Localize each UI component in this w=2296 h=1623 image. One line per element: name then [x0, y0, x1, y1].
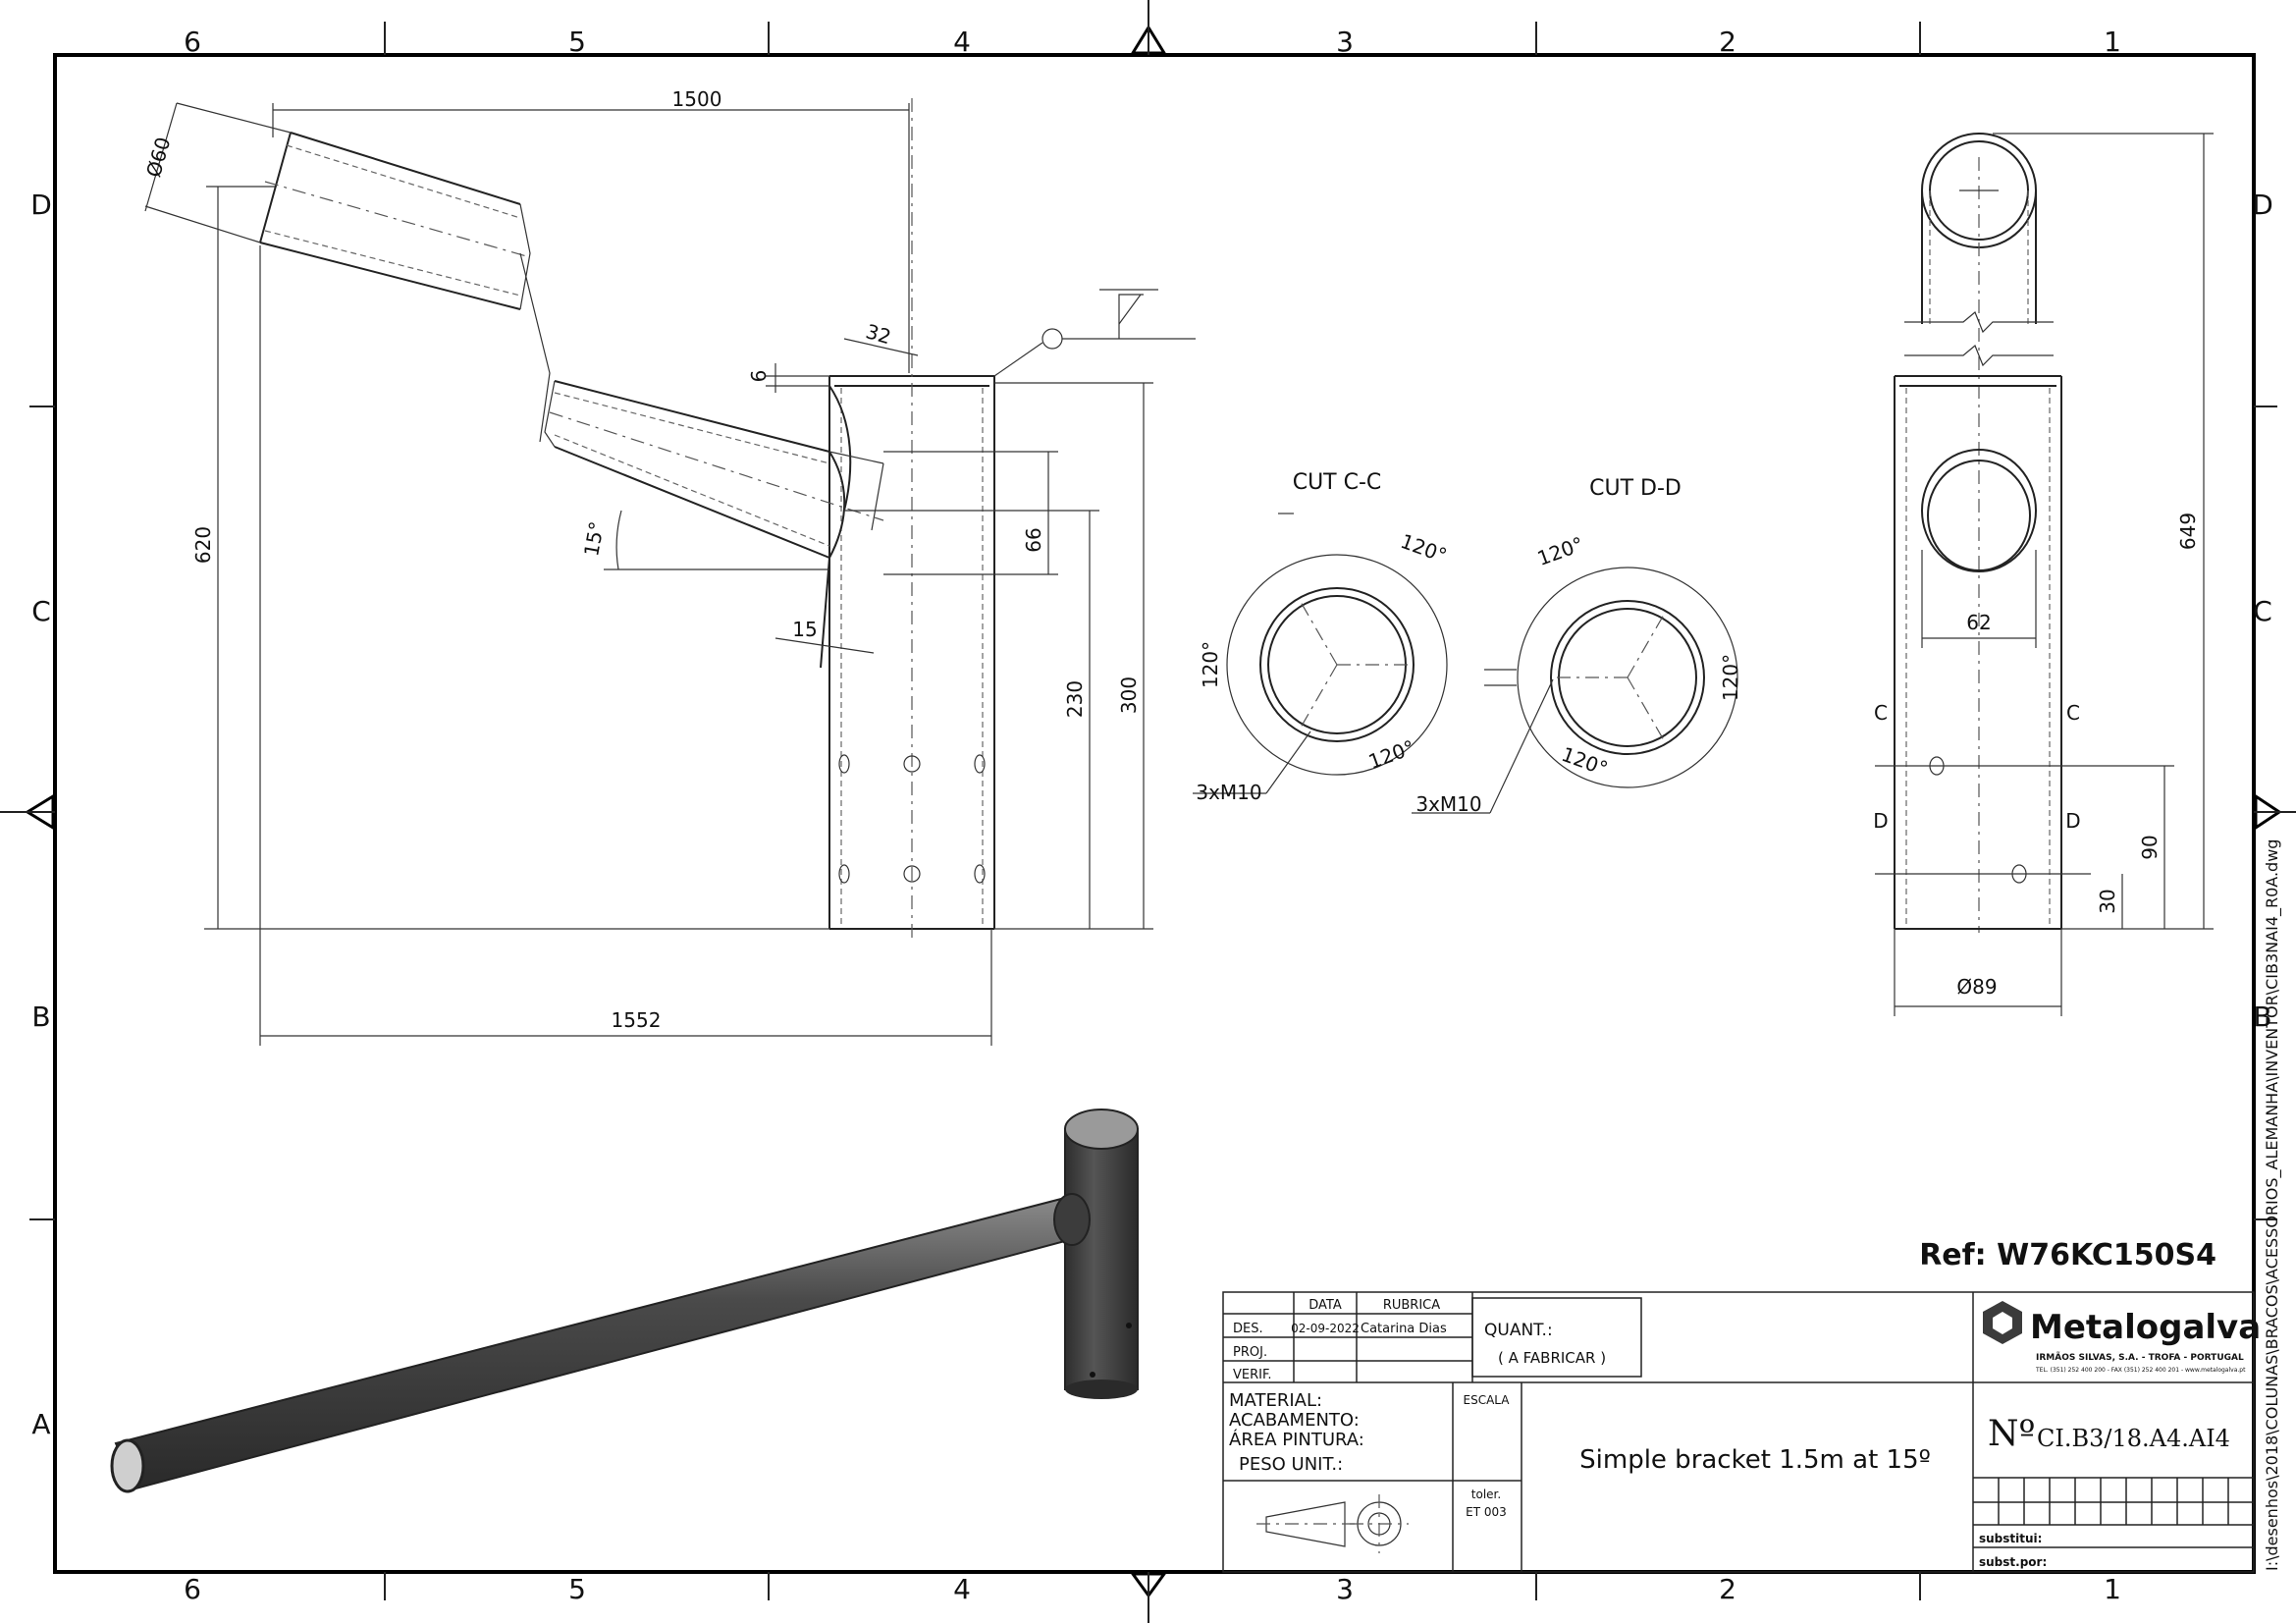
col-label-1-bottom: 1	[2104, 1573, 2121, 1605]
material-label: MATERIAL:	[1229, 1390, 1322, 1411]
cut-d-angle-b: 120°	[1719, 654, 1742, 701]
cut-d-angle-a: 120°	[1534, 532, 1586, 570]
cut-d-angle-c: 120°	[1559, 742, 1611, 781]
cut-c-angle-b: 120°	[1199, 641, 1222, 688]
side-view: C C D D 649 62 90 30 Ø89	[1873, 133, 2214, 1016]
cut-d-view: CUT D-D 120° 120° 120° 3xM10	[1412, 476, 1742, 816]
cut-c-angle-c: 120°	[1365, 735, 1417, 774]
drawing-frame	[53, 53, 2256, 1574]
col-label-1: 1	[2104, 26, 2121, 58]
col-label-4-bottom: 4	[953, 1573, 971, 1605]
dim-30: 30	[2096, 889, 2119, 913]
cut-c-title: CUT C-C	[1293, 470, 1382, 495]
dim-300: 300	[1117, 676, 1141, 714]
front-view: 1500 Ø60 620 6 32 15° 15 66	[141, 87, 1196, 1046]
dim-90: 90	[2138, 835, 2162, 859]
tolerance-label: toler.	[1471, 1488, 1501, 1501]
dim-diameter-60: Ø60	[141, 135, 175, 180]
col-label-2-bottom: 2	[1719, 1573, 1736, 1605]
des-date: 02-09-2022	[1291, 1322, 1360, 1335]
dim-62: 62	[1966, 611, 1991, 634]
dim-angle-15: 15°	[579, 519, 609, 558]
section-c-left: C	[1874, 701, 1888, 725]
row-label-d: D	[30, 189, 52, 221]
col-label-6: 6	[184, 26, 201, 58]
company-subtitle: IRMÃOS SILVAS, S.A. - TROFA - PORTUGAL	[2036, 1352, 2244, 1363]
title-block: Ref: W76KC150S4 DATA RUBRICA DES. PROJ. …	[1222, 1238, 2261, 1573]
row-label-c: C	[31, 595, 51, 627]
reference-code: Ref: W76KC150S4	[1919, 1238, 2216, 1272]
isometric-render	[110, 1109, 1139, 1493]
paint-area-label: ÁREA PINTURA:	[1229, 1429, 1364, 1450]
drawing-title: Simple bracket 1.5m at 15º	[1579, 1445, 1931, 1475]
cut-c-thread: 3xM10	[1196, 781, 1261, 804]
row-markers: D C B A D C B	[29, 189, 2277, 1440]
section-d-right: D	[2065, 809, 2080, 833]
row-proj: PROJ.	[1233, 1345, 1267, 1360]
cut-d-thread: 3xM10	[1415, 792, 1481, 816]
cut-d-title: CUT D-D	[1589, 476, 1682, 501]
quant-value: ( A FABRICAR )	[1498, 1349, 1606, 1367]
number-label: Nº	[1988, 1414, 2035, 1454]
col-date: DATA	[1308, 1298, 1342, 1313]
row-label-c-right: C	[2253, 595, 2272, 627]
unit-weight-label: PESO UNIT.:	[1239, 1454, 1343, 1475]
dim-1552: 1552	[612, 1008, 662, 1032]
row-label-a: A	[31, 1408, 50, 1440]
row-label-b-right: B	[2253, 1001, 2271, 1033]
cut-c-view: CUT C-C 120° 120° 120° 3xM10	[1193, 470, 1450, 804]
col-label-3-bottom: 3	[1336, 1573, 1354, 1605]
col-signature: RUBRICA	[1383, 1298, 1440, 1313]
tolerance-standard: ET 003	[1466, 1505, 1507, 1519]
projection-symbol-icon	[1256, 1494, 1409, 1553]
dim-230: 230	[1063, 680, 1087, 718]
row-label-d-right: D	[2252, 189, 2273, 221]
dim-6: 6	[747, 370, 771, 383]
substituted-by-label: subst.por:	[1979, 1555, 2047, 1569]
dim-1500: 1500	[672, 87, 722, 111]
col-label-5-bottom: 5	[568, 1573, 586, 1605]
substitutes-label: substitui:	[1979, 1532, 2042, 1545]
file-path: I:\desenhos\2018\COLUNAS\BRACOS\ACESSORI…	[2263, 839, 2282, 1571]
cut-c-angle-a: 120°	[1398, 529, 1450, 568]
column-markers: 6 5 4 3 2 1 6 5 4 3 2 1	[184, 22, 2121, 1605]
dim-620: 620	[191, 526, 215, 564]
dim-66: 66	[1022, 527, 1045, 552]
row-des: DES.	[1233, 1322, 1263, 1336]
company-contact: TEL. (351) 252 400 200 - FAX (351) 252 4…	[2035, 1367, 2246, 1374]
col-label-6-bottom: 6	[184, 1573, 201, 1605]
col-label-5: 5	[568, 26, 586, 58]
row-label-b: B	[31, 1001, 50, 1033]
quant-label: QUANT.:	[1484, 1321, 1553, 1340]
col-label-3: 3	[1336, 26, 1354, 58]
scale-label: ESCALA	[1464, 1393, 1511, 1407]
company-name: Metalogalva	[2030, 1308, 2261, 1347]
des-name: Catarina Dias	[1361, 1322, 1447, 1336]
dim-diameter-89: Ø89	[1956, 975, 1997, 999]
dim-649: 649	[2176, 513, 2200, 550]
col-label-2: 2	[1719, 26, 1736, 58]
col-label-4: 4	[953, 26, 971, 58]
finish-label: ACABAMENTO:	[1229, 1410, 1360, 1431]
section-c-right: C	[2066, 701, 2080, 725]
section-d-left: D	[1873, 809, 1888, 833]
dim-15: 15	[792, 618, 817, 641]
number-value: CI.B3/18.A4.AI4	[2037, 1425, 2230, 1452]
row-verif: VERIF.	[1233, 1368, 1272, 1382]
